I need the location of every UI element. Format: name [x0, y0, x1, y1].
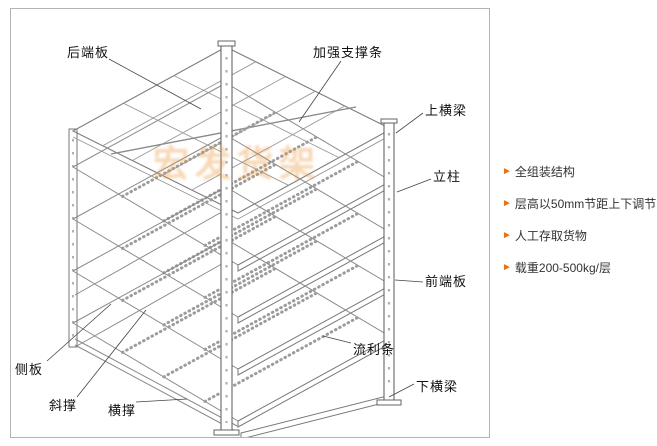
- label-column: 立柱: [433, 169, 462, 184]
- base-plate: [213, 429, 240, 436]
- label-side-plate: 侧板: [15, 362, 44, 377]
- roller-strip-member: [121, 266, 277, 354]
- reinforce-strip-member: [110, 106, 357, 155]
- roller-strip-member: [162, 239, 319, 327]
- front-beam: [237, 232, 392, 324]
- top-frame: [71, 46, 393, 220]
- feature-item: ► 人工存取货物: [502, 227, 654, 245]
- arrow-bullet-icon: ►: [502, 230, 512, 241]
- center-post: [213, 40, 240, 436]
- label-diagonal-brace: 斜撑: [49, 398, 78, 413]
- label-reinforce-strip: 加强支撑条: [313, 45, 384, 60]
- feature-item: ► 载重200-500kg/层: [502, 259, 654, 277]
- lower-beam-member: [240, 394, 392, 437]
- label-front-end-plate: 前端板: [425, 274, 468, 289]
- roller-strip-member: [121, 214, 277, 302]
- diagram-panel: 宏发货架 后端板 加强支撑条 上横梁 立柱 前端板 流利条 下横梁 侧板 斜撑 …: [10, 8, 490, 438]
- left-post: [68, 128, 78, 348]
- label-rear-end-plate: 后端板: [67, 45, 110, 60]
- right-post: [376, 118, 402, 406]
- diagonal-brace-member: [74, 208, 228, 296]
- label-upper-beam: 上横梁: [425, 103, 468, 118]
- feature-label: 载重200-500kg/层: [514, 261, 611, 275]
- shelf: [72, 238, 392, 428]
- arrow-bullet-icon: ►: [502, 262, 512, 273]
- label-lower-beam: 下横梁: [416, 379, 459, 394]
- roller-strip-member: [162, 291, 319, 379]
- diagonal-brace-member: [74, 260, 228, 348]
- base-plate: [376, 399, 402, 406]
- feature-item: ► 层高以50mm节距上下调节: [502, 195, 657, 213]
- feature-label: 人工存取货物: [514, 229, 587, 243]
- front-beam: [237, 284, 392, 376]
- arrow-bullet-icon: ►: [502, 166, 512, 177]
- leader-lines: [46, 58, 432, 403]
- feature-label: 层高以50mm节距上下调节: [514, 197, 657, 211]
- label-horizontal-brace: 横撑: [108, 403, 137, 418]
- roller-strip-member: [121, 110, 277, 198]
- label-roller-strip: 流利条: [353, 342, 396, 357]
- rack-drawing: [46, 40, 432, 437]
- shelf: [72, 82, 392, 272]
- feature-list: ► 全组装结构 ► 层高以50mm节距上下调节 ► 人工存取货物 ► 载重200…: [502, 163, 657, 291]
- front-beam: [237, 180, 392, 272]
- feature-item: ► 全组装结构: [502, 163, 654, 181]
- side-braces: [74, 208, 240, 434]
- feature-label: 全组装结构: [514, 165, 575, 179]
- roller-strip-member: [121, 162, 277, 250]
- arrow-bullet-icon: ►: [502, 198, 512, 209]
